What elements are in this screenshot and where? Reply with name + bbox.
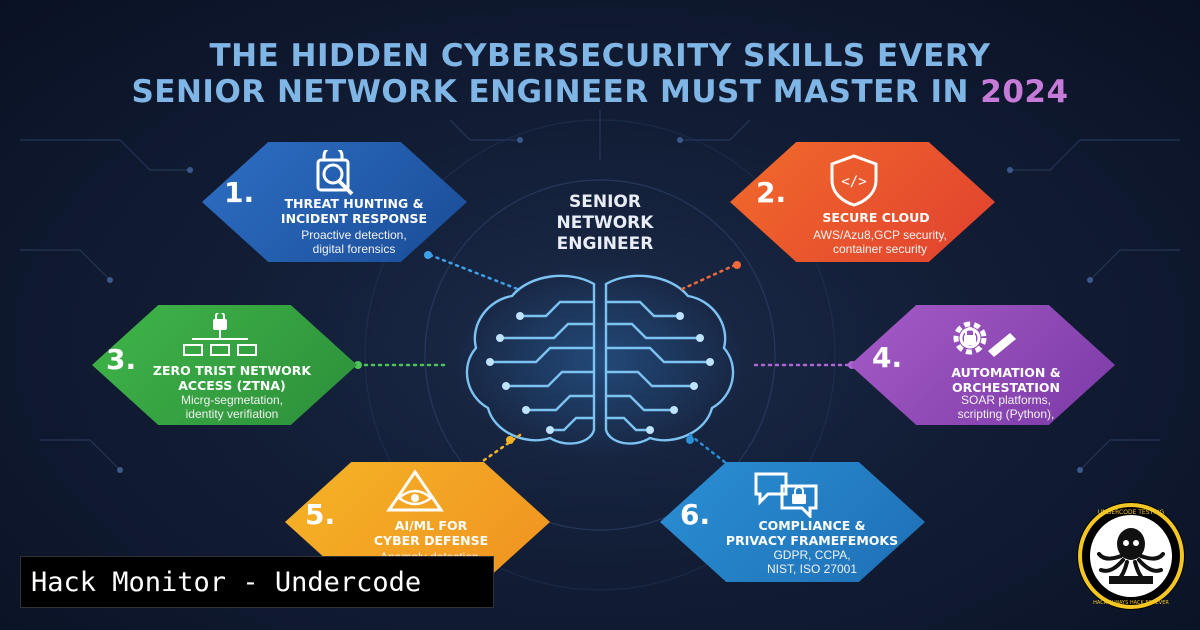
skill-number: 6. [680,498,711,531]
skill-desc: AWS/Azu8,GCP security, container securit… [780,228,980,256]
logo-bottom-text: HACK ALWAYS HACK FOREVER [1093,600,1169,606]
skill-name-line2: CYBER DEFENSE [373,533,489,548]
connector-dot [354,361,362,369]
shield-code-icon: </> [830,154,878,207]
center-label: SENIOR NETWORK ENGINEER [520,192,690,255]
connector-dot [506,436,514,444]
skill-name-line2: INCIDENT RESPONSE [280,211,428,226]
skill-number: 3. [106,343,137,376]
gear-lock-icon [953,321,1016,357]
skill-desc-line1: AWS/Azu8,GCP security, [813,228,947,242]
skill-desc: Proactive detection, digital forensics [264,228,444,256]
skill-desc-line1: Proactive detection, [301,228,407,242]
skill-desc: Micrg-segmetation, identity verifiation [142,393,322,421]
skill-name-line1: AUTOMATION & [951,365,1061,380]
skill-name: SECURE CLOUD [786,210,966,225]
page-title-year: 2024 [980,74,1069,110]
center-label-line1: SENIOR [569,192,641,212]
skill-name: AUTOMATION & ORCHESTATION [906,365,1106,395]
skill-name-line2: PRIVACY FRAMEFEMOKS [725,533,899,548]
skill-number: 5. [305,498,336,531]
skill-name: COMPLIANCE & PRIVACY FRAMEFEMOKS [712,518,912,548]
skill-desc-line2: NIST, ISO 27001 [766,562,858,576]
skill-desc: SOAR platforms, scripting (Python), [916,393,1096,421]
page-title-main: SENIOR NETWORK ENGINEER MUST MASTER IN [131,74,969,110]
skill-desc: GDPR, CCPA, NIST, ISO 27001 [722,548,902,576]
skill-name-line1: SECURE CLOUD [822,210,930,225]
skill-desc-line2: identity verifiation [185,407,279,421]
skill-name-line2: ORCHESTATION [952,380,1060,395]
skill-number: 4. [872,341,903,374]
skill-number: 2. [756,176,787,209]
page-title-line1: THE HIDDEN CYBERSECURITY SKILLS EVERY [209,38,991,74]
skill-card-compliance: 6. COMPLIANCE & PRIVACY FRAMEFEMOKS GDPR… [660,462,925,582]
skill-name-line1: COMPLIANCE & [758,518,866,533]
center-label-line2: NETWORK [556,213,654,233]
connector-dot [424,251,432,259]
skill-name-line1: THREAT HUNTING & [284,196,424,211]
skill-card-secure-cloud: </> 2. SECURE CLOUD AWS/Azu8,GCP securit… [730,142,995,262]
octopus-logo-icon: UNDERCODE TESTING HACK ALWAYS HACK FOREV… [1077,502,1185,610]
page-title-line2: SENIOR NETWORK ENGINEER MUST MASTER IN 2… [0,74,1200,110]
brain-icon [455,264,745,460]
skill-name: ZERO TRIST NETWORK ACCESS (ZTNA) [132,363,332,393]
connector-dot [733,261,741,269]
magnifier-lock-icon [316,150,354,196]
skill-desc-line1: GDPR, CCPA, [773,548,851,562]
svg-text:</>: </> [841,174,866,190]
chat-lock-icon [754,472,818,518]
skill-desc-line1: Micrg-segmetation, [180,393,284,407]
logo-top-text: UNDERCODE TESTING [1098,509,1165,516]
skill-desc-line2: digital forensics [312,242,396,256]
skill-desc-line2: container security [832,242,928,256]
skill-desc-line2: scripting (Python), [957,407,1055,421]
skill-name-line1: ZERO TRIST NETWORK [152,363,312,378]
brand-label: Hack Monitor - Undercode [20,556,494,608]
network-lock-icon [183,313,257,356]
skill-name: THREAT HUNTING & INCIDENT RESPONSE [254,196,454,226]
skill-name-line2: ACCESS (ZTNA) [178,378,286,393]
eye-triangle-icon [386,469,444,512]
skill-name-line1: AI/ML FOR [394,518,468,533]
skill-number: 1. [224,176,255,209]
skill-desc-line1: SOAR platforms, [960,393,1052,407]
skill-name: AI/ML FOR CYBER DEFENSE [341,518,521,548]
center-label-line3: ENGINEER [556,234,654,254]
connector-dot [686,436,694,444]
